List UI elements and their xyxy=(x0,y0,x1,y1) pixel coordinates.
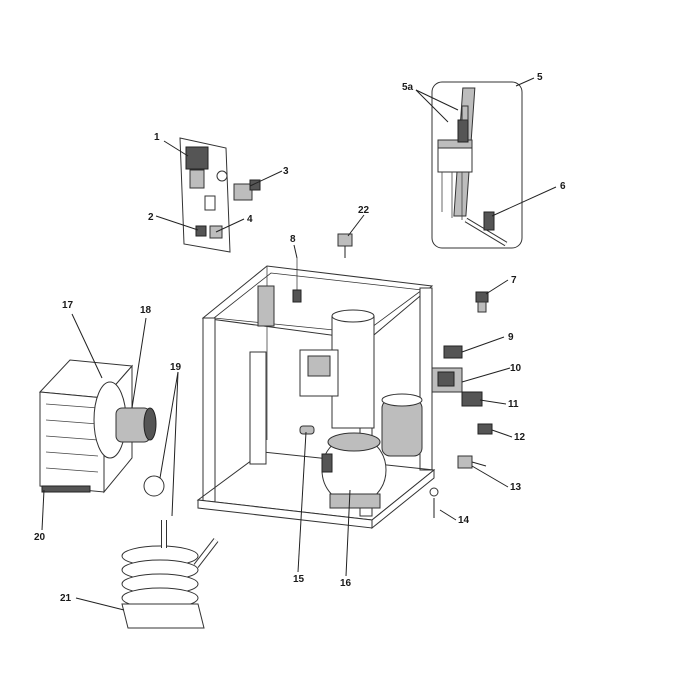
callout-12: 12 xyxy=(514,432,526,443)
part-13 xyxy=(457,455,487,469)
callout-11: 11 xyxy=(508,399,519,410)
part-9 xyxy=(443,345,463,359)
callout-21: 21 xyxy=(60,593,72,604)
part-7 xyxy=(475,291,489,313)
callout-7: 7 xyxy=(511,275,517,286)
part-11 xyxy=(461,391,483,407)
callout-5a: 5a xyxy=(402,82,414,93)
callout-19: 19 xyxy=(170,362,182,373)
callout-3: 3 xyxy=(283,166,289,177)
control-panel-assembly xyxy=(179,137,261,253)
callout-18: 18 xyxy=(140,305,152,316)
callout-8: 8 xyxy=(290,234,296,245)
fitting-part-8 xyxy=(292,258,302,303)
main-frame xyxy=(196,265,436,530)
callout-14: 14 xyxy=(458,515,470,526)
coil-part-21 xyxy=(121,520,219,629)
callout-10: 10 xyxy=(510,363,522,374)
part-14 xyxy=(429,487,439,518)
dispenser-assembly-box xyxy=(431,81,523,249)
leader-lines xyxy=(41,77,557,611)
callout-6: 6 xyxy=(560,181,566,192)
callout-4: 4 xyxy=(247,214,253,225)
callout-17: 17 xyxy=(62,300,74,311)
part-12 xyxy=(477,423,493,435)
part-10 xyxy=(431,367,463,393)
callout-labels: 1 2 3 4 5 5a 6 7 8 9 10 11 12 13 14 15 1… xyxy=(34,72,566,604)
callout-22: 22 xyxy=(358,205,370,216)
callout-16: 16 xyxy=(340,578,352,589)
callout-5: 5 xyxy=(537,72,543,83)
callout-20: 20 xyxy=(34,532,46,543)
callout-13: 13 xyxy=(510,482,522,493)
condenser-assembly xyxy=(38,359,165,497)
valve-part-22 xyxy=(337,233,353,258)
callout-2: 2 xyxy=(148,212,154,223)
callout-9: 9 xyxy=(508,332,514,343)
callout-1: 1 xyxy=(154,132,160,143)
callout-15: 15 xyxy=(293,574,305,585)
